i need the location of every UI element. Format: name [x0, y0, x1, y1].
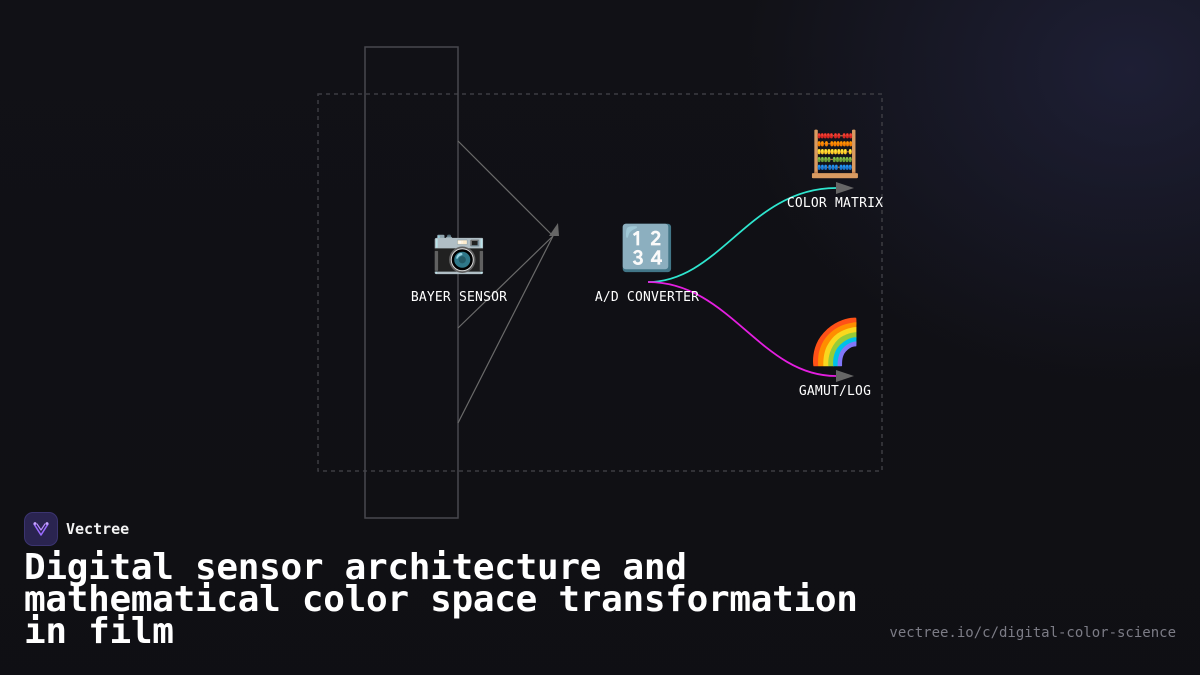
converter-arrowhead — [549, 223, 559, 236]
edge-converter-to-matrix — [647, 187, 837, 283]
node-label-ad-converter: A/D CONVERTER — [594, 290, 700, 305]
group-boundary — [317, 93, 883, 472]
abacus-icon: 🧮 — [807, 129, 863, 180]
vectree-logo-icon — [24, 512, 58, 546]
matrix-arrowhead — [836, 182, 854, 194]
rainbow-icon: 🌈 — [807, 317, 863, 368]
node-label-gamut-log: GAMUT/LOG — [798, 384, 872, 399]
brand-name: Vectree — [66, 520, 130, 538]
sensor-frame — [364, 46, 459, 519]
numbers-1234-icon: 🔢 — [619, 223, 675, 274]
node-label-color-matrix: COLOR MATRIX — [786, 196, 884, 211]
node-label-bayer-sensor: BAYER SENSOR — [410, 290, 508, 305]
edge-converter-to-gamut — [647, 281, 837, 377]
gamut-arrowhead — [836, 370, 854, 382]
edge-bayer-to-converter — [457, 140, 559, 424]
camera-icon: 📷 — [431, 225, 487, 276]
brand: Vectree — [24, 512, 129, 546]
page-title: Digital sensor architecture and mathemat… — [24, 547, 858, 652]
source-url: vectree.io/c/digital-color-science — [889, 625, 1176, 641]
